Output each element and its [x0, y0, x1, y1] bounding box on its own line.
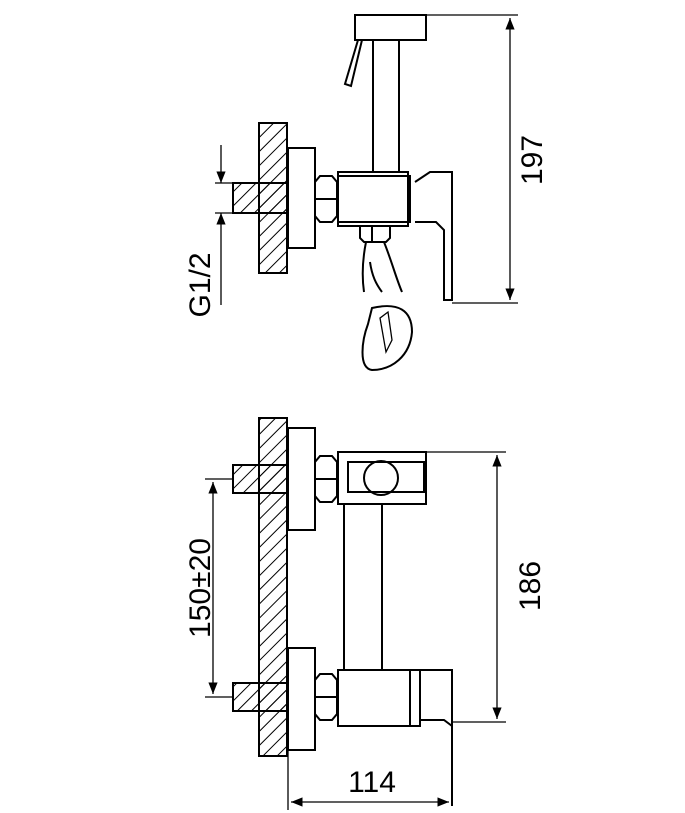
side-pipe-hatch [232, 182, 289, 214]
front-bar [343, 503, 383, 671]
side-body [337, 171, 409, 227]
dim-186-label: 186 [514, 561, 547, 611]
side-lever [343, 39, 363, 88]
front-lower-body [337, 669, 411, 727]
side-hose [361, 241, 403, 293]
front-lower-flange [287, 647, 316, 751]
side-flange [287, 147, 316, 249]
front-lower-pipe [232, 682, 289, 712]
side-top-cap [354, 14, 427, 41]
side-handle [414, 171, 453, 301]
front-upper-flange [287, 427, 316, 531]
side-nut [314, 175, 338, 223]
front-holder-knob [363, 460, 399, 496]
front-view: 186 150±20 114 [184, 417, 547, 810]
front-lower-handle [410, 669, 453, 806]
dim-197-label: 197 [516, 135, 549, 185]
side-view: 197 G1/2 [184, 14, 549, 372]
front-lower-nut [314, 673, 338, 721]
dim-g12-label: G1/2 [184, 252, 217, 317]
side-outlet-nut [359, 226, 391, 243]
side-tube [372, 39, 400, 173]
side-body-inner [337, 175, 411, 223]
dim-114-label: 114 [348, 766, 396, 799]
front-upper-holder [337, 451, 427, 505]
front-upper-pipe [232, 464, 289, 494]
side-shower-handset [361, 305, 414, 372]
side-shower-nozzle [379, 310, 393, 355]
front-upper-nut [314, 455, 338, 503]
dim-150-label: 150±20 [184, 538, 217, 638]
front-upper-holder-inner [347, 461, 425, 493]
